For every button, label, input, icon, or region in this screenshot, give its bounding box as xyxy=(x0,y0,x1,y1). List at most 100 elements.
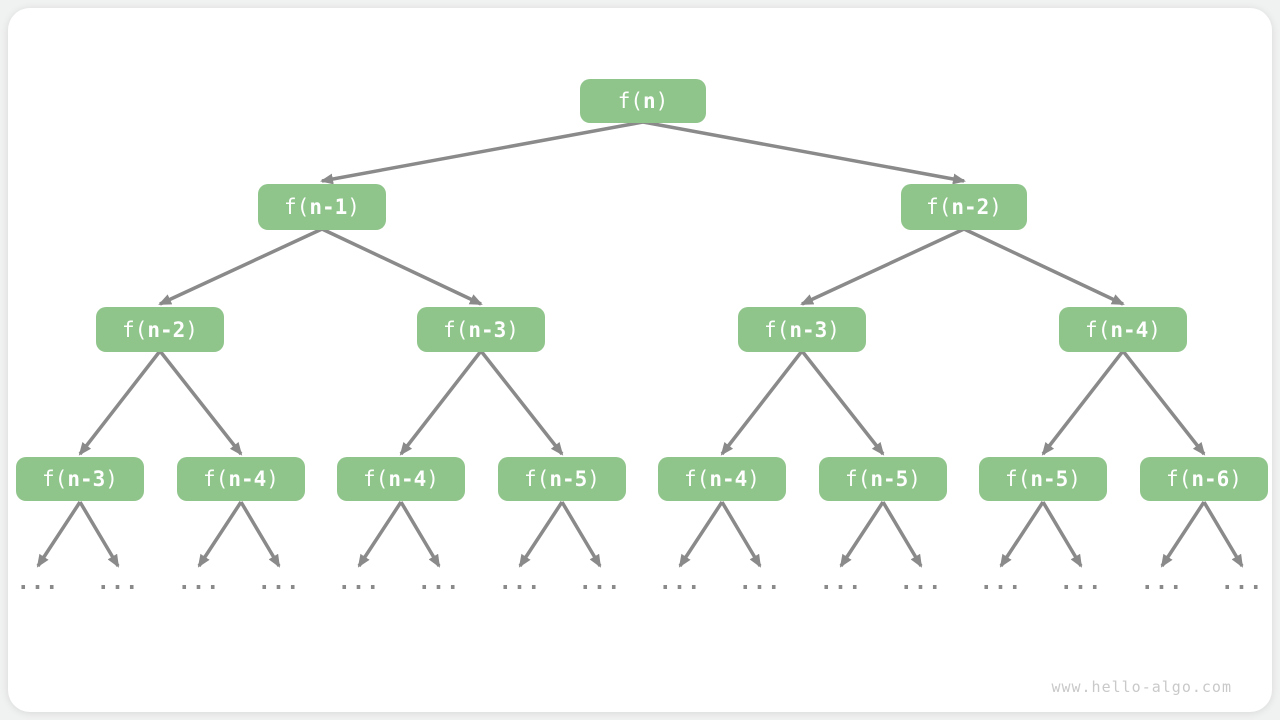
node-label-arg: n-2 xyxy=(951,195,990,219)
node-label-prefix: f( xyxy=(524,467,550,491)
tree-edge xyxy=(642,120,966,185)
tree-node: f(n-3) xyxy=(16,457,144,501)
node-label-arg: n-3 xyxy=(67,467,106,491)
tree-edge xyxy=(720,501,762,568)
tree-node: f(n-6) xyxy=(1140,457,1268,501)
tree-node: f(n-2) xyxy=(901,184,1027,230)
node-label-arg: n-1 xyxy=(309,195,348,219)
node-label-arg: n-3 xyxy=(789,317,828,342)
tree-edge xyxy=(1202,501,1244,568)
node-label-arg: n-5 xyxy=(549,467,588,491)
node-label-suffix: ) xyxy=(587,467,600,491)
ellipsis: ... xyxy=(337,570,381,595)
tree-edge xyxy=(479,349,564,456)
tree-edge xyxy=(720,349,804,456)
tree-edge xyxy=(560,501,602,568)
ellipsis: ... xyxy=(1140,570,1184,595)
node-label-arg: n xyxy=(642,89,656,113)
node-label-arg: n-5 xyxy=(870,467,909,491)
ellipsis: ... xyxy=(16,570,60,595)
tree-edge xyxy=(78,501,120,568)
ellipsis: ... xyxy=(578,570,622,595)
node-label-prefix: f( xyxy=(284,195,310,219)
ellipsis: ... xyxy=(177,570,221,595)
watermark: www.hello-algo.com xyxy=(1051,678,1232,696)
node-label-prefix: f( xyxy=(764,317,790,342)
tree-node: f(n-4) xyxy=(337,457,465,501)
tree-node: f(n-3) xyxy=(738,307,866,352)
node-label-arg: n-6 xyxy=(1191,467,1230,491)
tree-node: f(n-5) xyxy=(819,457,947,501)
node-label-prefix: f( xyxy=(684,467,710,491)
node-label-prefix: f( xyxy=(122,317,148,342)
node-label-suffix: ) xyxy=(747,467,760,491)
node-label-arg: n-4 xyxy=(228,467,267,491)
tree-node: f(n-2) xyxy=(96,307,224,352)
tree-edge xyxy=(1160,501,1206,568)
node-label-suffix: ) xyxy=(908,467,921,491)
tree-edge xyxy=(1041,501,1083,568)
tree-edge xyxy=(999,501,1045,568)
tree-edge xyxy=(800,349,885,456)
tree-edge xyxy=(239,501,281,568)
node-label-prefix: f( xyxy=(42,467,68,491)
ellipsis: ... xyxy=(738,570,782,595)
ellipsis: ... xyxy=(417,570,461,595)
tree-node: f(n) xyxy=(580,79,706,123)
tree-node: f(n-4) xyxy=(658,457,786,501)
tree-edge xyxy=(1041,349,1125,456)
node-label-suffix: ) xyxy=(989,195,1002,219)
tree-edge xyxy=(963,227,1125,306)
node-label-arg: n-4 xyxy=(388,467,427,491)
ellipsis: ... xyxy=(498,570,542,595)
node-label-suffix: ) xyxy=(506,317,519,342)
node-label-prefix: f( xyxy=(203,467,229,491)
tree-edge xyxy=(399,349,483,456)
node-label-arg: n-4 xyxy=(1110,317,1149,342)
node-label-suffix: ) xyxy=(655,89,669,113)
node-label-prefix: f( xyxy=(443,317,469,342)
node-label-prefix: f( xyxy=(926,195,952,219)
node-label-arg: n-3 xyxy=(468,317,507,342)
tree-node: f(n-5) xyxy=(979,457,1107,501)
node-label-suffix: ) xyxy=(347,195,360,219)
tree-edge xyxy=(1121,349,1206,456)
tree-edge xyxy=(158,227,323,306)
tree-node: f(n-4) xyxy=(177,457,305,501)
node-label-suffix: ) xyxy=(1068,467,1081,491)
tree-edge xyxy=(320,120,644,185)
tree-edge xyxy=(881,501,923,568)
node-label-suffix: ) xyxy=(105,467,118,491)
node-label-prefix: f( xyxy=(845,467,871,491)
node-label-suffix: ) xyxy=(1148,317,1161,342)
ellipsis: ... xyxy=(899,570,943,595)
node-label-arg: n-5 xyxy=(1030,467,1069,491)
tree-edge xyxy=(518,501,564,568)
tree-node: f(n-1) xyxy=(258,184,386,230)
node-label-prefix: f( xyxy=(1005,467,1031,491)
tree-node: f(n-5) xyxy=(498,457,626,501)
node-label-suffix: ) xyxy=(266,467,279,491)
node-label-suffix: ) xyxy=(827,317,840,342)
ellipsis: ... xyxy=(979,570,1023,595)
tree-edge xyxy=(399,501,441,568)
node-label-arg: n-2 xyxy=(147,317,186,342)
tree-edge xyxy=(678,501,724,568)
ellipsis: ... xyxy=(819,570,863,595)
tree-edge xyxy=(839,501,885,568)
tree-edge xyxy=(800,227,965,306)
node-label-suffix: ) xyxy=(426,467,439,491)
tree-edge xyxy=(78,349,162,456)
node-label-prefix: f( xyxy=(1085,317,1111,342)
node-label-suffix: ) xyxy=(185,317,198,342)
node-label-prefix: f( xyxy=(617,89,643,113)
ellipsis: ... xyxy=(658,570,702,595)
ellipsis: ... xyxy=(1220,570,1264,595)
ellipsis: ... xyxy=(96,570,140,595)
node-label-suffix: ) xyxy=(1229,467,1242,491)
node-label-arg: n-4 xyxy=(709,467,748,491)
tree-node: f(n-3) xyxy=(417,307,545,352)
ellipsis: ... xyxy=(1059,570,1103,595)
tree-edge xyxy=(321,227,483,306)
tree-node: f(n-4) xyxy=(1059,307,1187,352)
